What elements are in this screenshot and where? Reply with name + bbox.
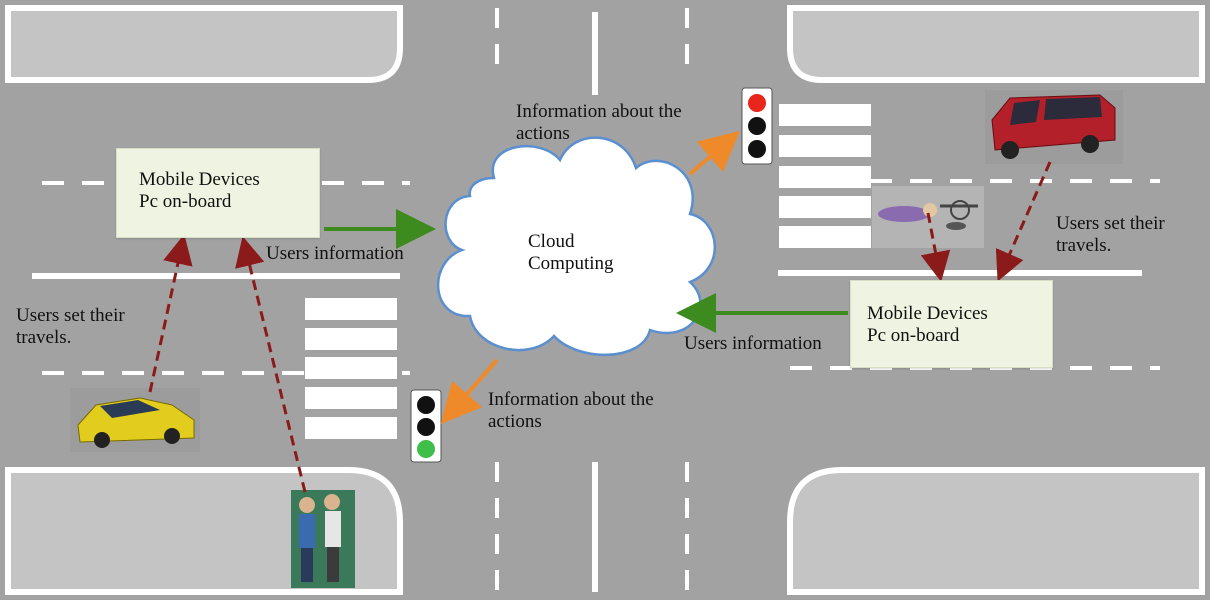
users-information-label-left: Users information [266,243,404,264]
cloud-icon [437,136,716,356]
users-set-travels-right-line2: travels. [1056,235,1112,256]
users-set-travels-arrows [148,161,1052,493]
traffic-light-green-icon [410,389,442,463]
sidewalk-top-right [787,5,1205,83]
cloud-label-line1: Cloud [528,231,575,252]
info-actions-top-line2: actions [516,123,570,144]
right-box-line2: Pc on-board [867,325,960,346]
crosswalk-left [305,298,397,439]
yellow-taxi-icon [70,388,200,452]
cloud-label-line2: Computing [528,253,614,274]
traffic-light-red-icon [741,87,773,165]
right-box-line1: Mobile Devices [867,303,988,324]
sidewalk-bottom-right [787,467,1205,595]
crosswalk-right [779,104,871,248]
sidewalk-top-left [5,5,403,83]
red-car-icon [985,90,1123,164]
right-mobile-devices-box: Mobile Devices Pc on-board [850,280,1053,368]
pedestrians-icon [291,490,355,588]
info-actions-bottom-line1: Information about the [488,389,654,410]
information-actions-arrow-top [688,130,741,176]
left-mobile-devices-box: Mobile Devices Pc on-board [116,148,320,238]
left-box-line2: Pc on-board [139,191,232,212]
users-set-travels-left-line2: travels. [16,327,72,348]
info-actions-top-line1: Information about the [516,101,682,122]
left-box-line1: Mobile Devices [139,169,260,190]
info-actions-bottom-line2: actions [488,411,542,432]
information-actions-arrow-bottom [440,358,499,425]
users-set-travels-right-line1: Users set their [1056,213,1165,234]
users-set-travels-left-line1: Users set their [16,305,125,326]
users-information-label-right: Users information [684,333,822,354]
